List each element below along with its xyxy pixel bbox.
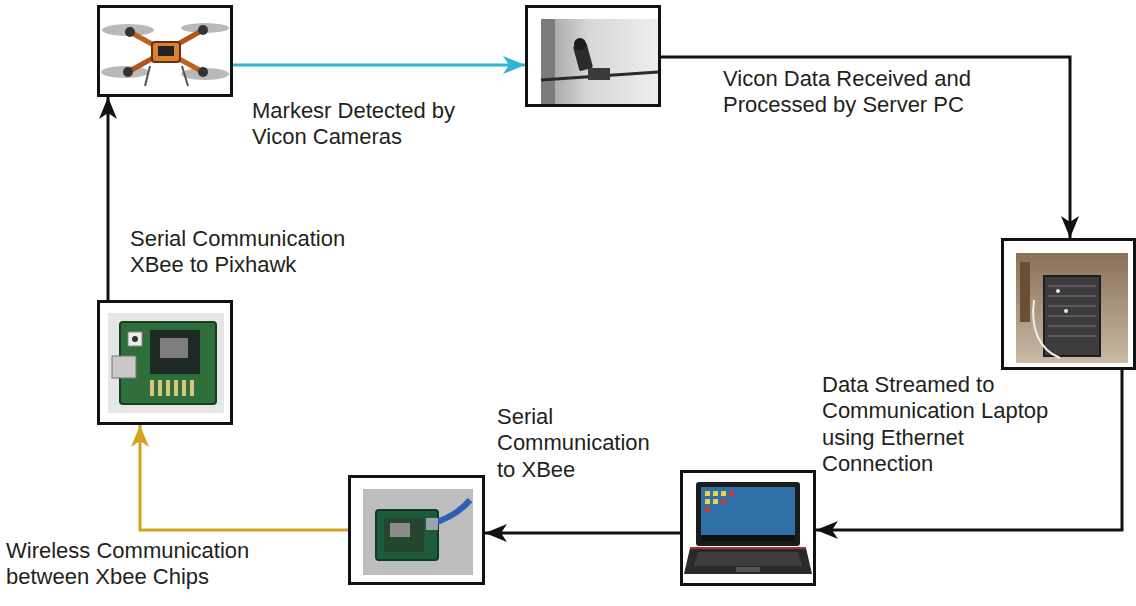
connector — [140, 425, 348, 530]
connector — [661, 57, 1070, 238]
image-box — [348, 475, 485, 585]
connector — [233, 64, 525, 67]
edge-label: Markesr Detected by Vicon Cameras — [252, 98, 457, 151]
laptop-photo — [684, 482, 812, 574]
image-box — [97, 300, 233, 425]
edge-label: Serial Communication XBee to Pixhawk — [130, 226, 400, 279]
image-box — [680, 470, 816, 586]
image-box — [1001, 238, 1136, 370]
xbee-usb-photo — [363, 489, 473, 575]
connector — [485, 532, 680, 535]
connector — [816, 370, 1122, 530]
edge-label: Data Streamed to Communication Laptop us… — [822, 372, 1062, 478]
server-photo — [1016, 253, 1128, 363]
edge-label: Wireless Communication between Xbee Chip… — [6, 538, 336, 591]
drone-photo — [101, 23, 229, 86]
camera-photo — [541, 19, 658, 105]
image-box — [525, 5, 661, 107]
xbee-board-photo — [108, 313, 224, 413]
connector — [107, 97, 110, 300]
image-box — [97, 5, 233, 97]
edge-label: Vicon Data Received and Processed by Ser… — [723, 66, 973, 119]
edge-label: Serial Communication to XBee — [497, 404, 667, 483]
